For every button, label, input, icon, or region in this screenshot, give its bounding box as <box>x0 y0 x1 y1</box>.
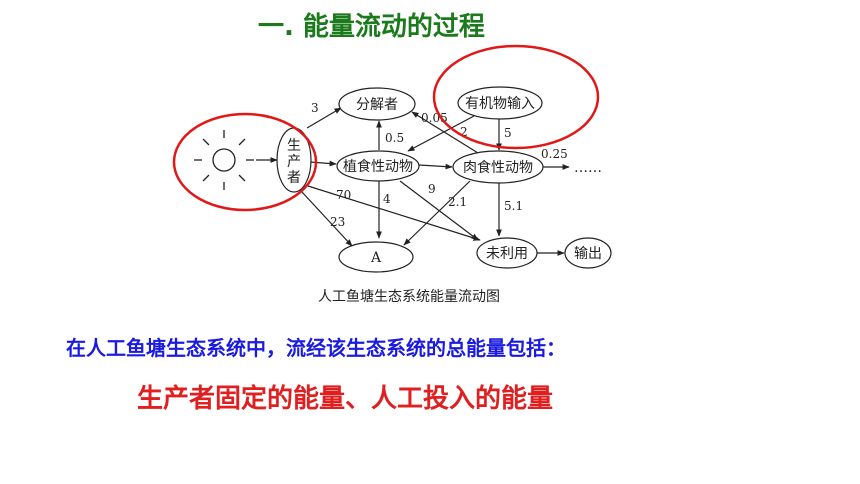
arrow-herbivore-carnivore <box>418 163 453 170</box>
organic-input-label: 有机物输入 <box>465 96 535 112</box>
arrow-producer-decomposer <box>306 107 342 129</box>
edge-label-carnivore-a: 2.1 <box>448 195 467 209</box>
node-organic-input <box>457 86 543 120</box>
output-label: 输出 <box>574 246 602 262</box>
node-carnivore <box>452 150 544 184</box>
highlight-input-circle <box>432 44 600 150</box>
node-output <box>564 237 612 269</box>
edge-label-producer-a: 70 <box>336 188 351 202</box>
page-title: 一. 能量流动的过程 <box>258 12 485 42</box>
producer-label-1: 生 <box>287 138 301 154</box>
unused-label: 未利用 <box>486 246 528 262</box>
edge-label-input-carnivore: 5 <box>504 126 512 140</box>
edge-label-carnivore-next: 0.25 <box>541 147 568 161</box>
arrow-carnivore-decomposer <box>411 111 479 154</box>
energy-flow-diagram: 生 产 者 分解者 有机物输入 植食性动物 肉食性动物 A 未利用 输出 3 0… <box>172 44 612 273</box>
edge-label-herbivore-decomposer: 0.5 <box>385 131 404 145</box>
arrow-carnivore-a <box>403 180 471 246</box>
edge-label-herbivore-a: 4 <box>383 192 391 206</box>
node-a <box>338 241 414 273</box>
node-decomposer <box>338 87 416 121</box>
a-label: A <box>370 250 382 266</box>
producer-label-3: 者 <box>287 170 301 186</box>
carnivore-label: 肉食性动物 <box>463 159 533 176</box>
edge-label-carnivore-decomposer: 0.05 <box>421 111 448 125</box>
edge-label-input-herbivore: 2 <box>460 125 468 139</box>
arrow-producer-herbivore <box>309 160 337 167</box>
arrow-input-herbivore <box>407 115 475 152</box>
decomposer-label: 分解者 <box>356 97 398 113</box>
ellipsis-dots: …… <box>574 160 602 176</box>
statement-text: 在人工鱼塘生态系统中，流经该生态系统的总能量包括： <box>66 336 566 360</box>
node-unused <box>476 237 538 269</box>
edge-label-carnivore-unused: 5.1 <box>504 199 523 213</box>
edge-label-producer-decomposer: 3 <box>311 101 319 115</box>
arrow-producer-a <box>301 191 353 247</box>
sun-icon <box>194 130 254 190</box>
producer-label-2: 产 <box>287 154 301 170</box>
herbivore-label: 植食性动物 <box>343 158 413 175</box>
answer-text: 生产者固定的能量、人工投入的能量 <box>137 384 554 414</box>
diagram-caption: 人工鱼塘生态系统能量流动图 <box>318 289 500 305</box>
flow-arrows <box>256 107 570 256</box>
node-herbivore <box>336 150 420 182</box>
arrow-producer-unused <box>307 185 481 241</box>
edge-label-herbivore-unused: 9 <box>428 182 436 196</box>
edge-label-producer-unused: 23 <box>330 215 345 229</box>
highlight-producer-circle <box>172 112 318 212</box>
